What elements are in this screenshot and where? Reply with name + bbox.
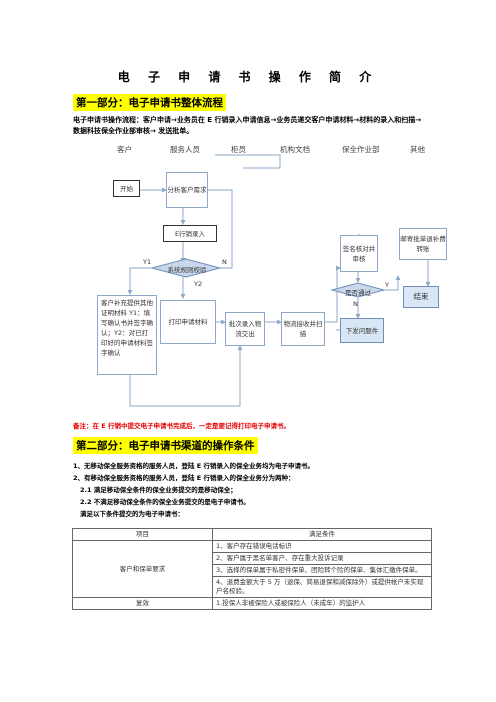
list-item-2-1: 2.1 满足移动保全条件的保全业务提交的是移动保全；: [80, 486, 237, 494]
table-row2-label: 复效: [72, 597, 213, 610]
flow-label-n2: N: [353, 300, 358, 308]
table-group-label: 客户和保单要求: [72, 540, 213, 598]
lane-customer: 客户: [117, 145, 132, 154]
flow-start: 开始: [113, 180, 140, 197]
flow-sign-check: 签名核对并审核: [340, 235, 378, 272]
flow-logistics-scan: 物流接收并扫描: [281, 312, 325, 346]
list-item-2: 2、有移动保全服务资格的服务人员，登陆 E 行销录入的保全业务分为两种：: [73, 474, 295, 482]
page-title: 电 子 申 请 书 操 作 简 介: [117, 70, 379, 84]
flow-description: 电子申请书操作流程：客户申请→业务员在 E 行销录入申请信息→业务员递交客户申请…: [73, 116, 422, 135]
table-cell-condition: 1.投保人非被保险人或被保险人（未成年）的监护人: [212, 597, 432, 610]
flow-label-y1: Y1: [143, 258, 152, 266]
list-item-intro: 满足以下条件提交的为电子申请书：: [80, 510, 184, 518]
list-item-2-2: 2.2 不满足移动保全条件的保全业务提交的是电子申请书。: [80, 498, 250, 506]
table-cell-condition: 4、退费金额大于 5 万（退保、简易退保和减保除外）或提供帐户未实现户名校验。: [212, 576, 432, 598]
table-cell-condition: 3、选择的保单属于私密件保单、团险转个险的保单、集体汇缴件保单。: [212, 564, 432, 577]
table-header-item: 项目: [72, 528, 213, 541]
flow-print-form: 打印申请材料: [160, 300, 216, 344]
section-heading-part2: 第二部分：电子申请书渠道的操作条件: [73, 437, 258, 454]
lane-service: 服务人员: [170, 145, 200, 154]
flow-end: 结束: [403, 286, 439, 308]
table-row: 复效 1.投保人非被保险人或被保险人（未成年）的监护人: [72, 597, 432, 610]
table-cell-condition: 2、客户属于黑名单客户、存在重大投诉记录: [212, 552, 432, 565]
section-heading-part1: 第一部分：电子申请书整体流程: [73, 94, 226, 111]
flow-approval-pass: 是否通过: [345, 289, 371, 297]
lane-teller: 柜员: [231, 145, 246, 154]
flow-label-y2: Y2: [194, 280, 203, 288]
table-header-condition: 满足条件: [212, 528, 432, 541]
table-header-row: 项目 满足条件: [72, 528, 432, 541]
flow-batch-entry: 批次录入物流交出: [225, 312, 265, 346]
conditions-table: 项目 满足条件 客户和保单要求 1、客户存在错误电话标识 2、客户属于黑名单客户…: [72, 528, 432, 610]
lane-other: 其他: [410, 145, 425, 154]
table-cell-condition: 1、客户存在错误电话标识: [212, 540, 432, 553]
lane-ops: 保全作业部: [342, 145, 380, 154]
flow-customer-supplement: 客户补充提供其他证明材料 Y1：填写确认书并签字确认；Y2：对已打印好的申请材料…: [97, 295, 157, 375]
flow-rule-check: 系统规则校验: [167, 266, 207, 274]
flow-mail-approval: 邮寄批单退补费转账: [399, 228, 447, 260]
flow-label-n: N: [222, 258, 227, 266]
flow-analyze-needs: 分析客户需求: [166, 172, 208, 208]
table-row: 客户和保单要求 1、客户存在错误电话标识: [72, 540, 432, 598]
flow-label-y: Y: [385, 281, 389, 289]
note-print-reminder: 备注：在 E 行销中提交电子申请书完成后，一定是要记得打印电子申请书。: [73, 422, 290, 430]
flow-e-entry: E行销录入: [163, 225, 217, 242]
flow-send-issue: 下发问题件: [340, 318, 384, 343]
list-item-1: 1、无移动保全服务资格的服务人员，登陆 E 行销录入的保全业务均为电子申请书。: [73, 462, 314, 470]
lane-docs: 机构文档: [280, 145, 310, 154]
